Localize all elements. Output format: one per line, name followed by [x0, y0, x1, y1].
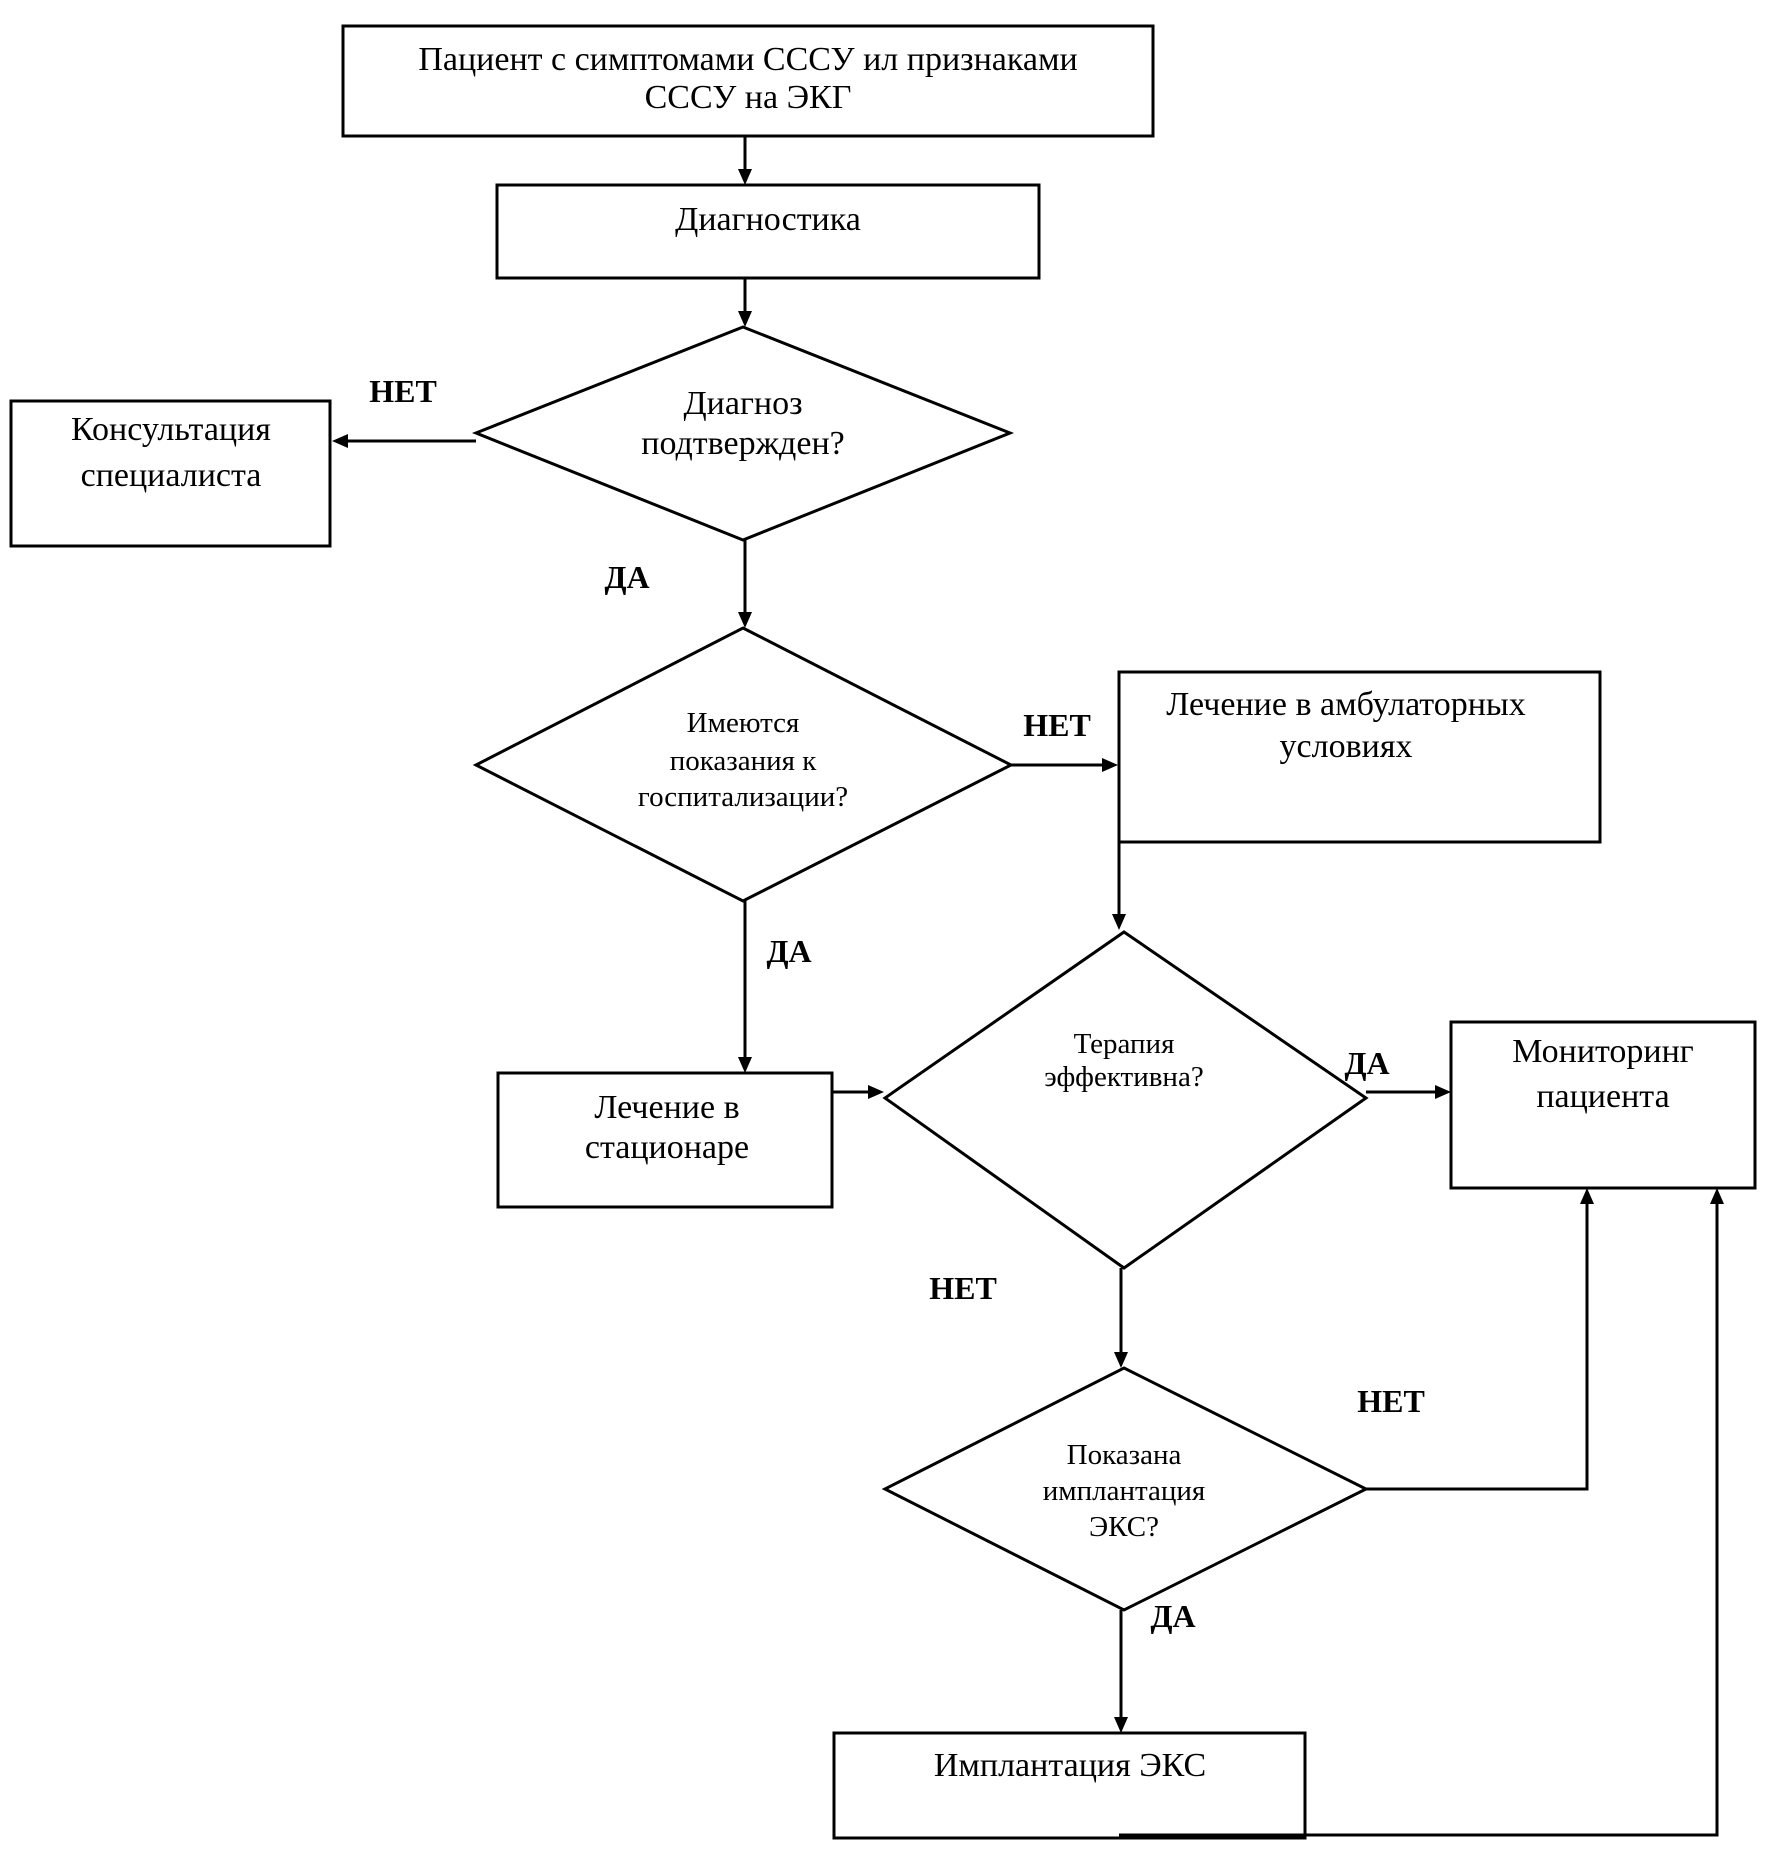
node-therapy-effective: Терапия эффективна?	[882, 930, 1369, 1270]
node-consultation-line1: Консультация	[71, 411, 271, 448]
node-diagnostics-line1: Диагностика	[675, 201, 861, 238]
edge-hospitalization-yes-to-inpatient	[738, 901, 752, 1073]
node-inpatient-treatment-line2: стационаре	[585, 1129, 749, 1166]
node-monitoring-line2: пациента	[1536, 1078, 1669, 1115]
edge-pacemaker-yes-to-implantation	[1114, 1610, 1128, 1733]
edge-therapy-yes-to-monitoring	[1366, 1085, 1451, 1099]
edge-implantation-to-monitoring	[1119, 1188, 1724, 1837]
arrowhead	[738, 169, 752, 185]
node-outpatient-treatment: Лечение в амбулаторных условиях	[1117, 670, 1602, 844]
node-patient-line1: Пациент с симптомами СССУ ил признаками	[418, 41, 1077, 78]
edge-diagnosis-yes-to-hospitalization	[738, 540, 752, 628]
node-monitoring: Мониторинг пациента	[1449, 1020, 1757, 1190]
arrowhead	[1102, 758, 1118, 772]
arrowhead	[1710, 1188, 1724, 1204]
node-diagnosis-confirmed: Диагноз подтвержден?	[471, 325, 1015, 542]
edge-therapy-no-to-pacemaker	[1114, 1268, 1128, 1368]
label-hospitalization-yes: ДА	[766, 933, 811, 969]
label-pacemaker-yes: ДА	[1150, 1598, 1195, 1634]
arrowhead	[868, 1085, 884, 1099]
node-pacemaker-implantation-line1: Имплантация ЭКС	[934, 1747, 1206, 1784]
node-outpatient-treatment-line1: Лечение в амбулаторных	[1166, 686, 1526, 723]
label-hospitalization-no: НЕТ	[1023, 707, 1091, 743]
node-hospitalization-indicated-line1: Имеются	[687, 707, 800, 739]
node-inpatient-treatment-line1: Лечение в	[594, 1089, 739, 1126]
node-consultation: Консультация специалиста	[9, 399, 332, 548]
node-hospitalization-indicated: Имеются показания к госпитализации?	[472, 626, 1015, 903]
node-patient-line2: СССУ на ЭКГ	[645, 79, 852, 116]
arrowhead	[738, 1057, 752, 1073]
node-pacemaker-indicated-line3: ЭКС?	[1089, 1511, 1159, 1543]
arrowhead	[738, 311, 752, 327]
edge-patient-to-diagnostics	[738, 136, 752, 185]
label-diagnosis-no: НЕТ	[369, 373, 437, 409]
edge-inpatient-to-therapy	[832, 1085, 884, 1099]
node-diagnostics: Диагностика	[495, 183, 1041, 280]
node-inpatient-treatment: Лечение в стационаре	[496, 1071, 834, 1209]
node-diagnosis-confirmed-line1: Диагноз	[683, 385, 802, 422]
arrowhead	[1435, 1085, 1451, 1099]
arrowhead	[332, 434, 348, 448]
edge-diagnosis-no-to-consultation	[332, 434, 476, 448]
arrowhead	[738, 612, 752, 628]
label-pacemaker-no: НЕТ	[1357, 1383, 1425, 1419]
edge-diagnostics-to-diagnosis	[738, 278, 752, 327]
node-consultation-line2: специалиста	[81, 457, 262, 494]
node-monitoring-line1: Мониторинг	[1512, 1033, 1694, 1070]
node-patient: Пациент с симптомами СССУ ил признаками …	[341, 24, 1155, 138]
node-therapy-effective-line2: эффективна?	[1044, 1061, 1203, 1093]
node-pacemaker-implantation: Имплантация ЭКС	[832, 1731, 1307, 1840]
edge-outpatient-to-therapy	[1112, 842, 1126, 930]
label-diagnosis-yes: ДА	[604, 559, 649, 595]
node-pacemaker-indicated-line1: Показана	[1067, 1439, 1182, 1471]
node-hospitalization-indicated-line2: показания к	[670, 745, 817, 777]
arrowhead	[1112, 914, 1126, 930]
arrowhead	[1114, 1717, 1128, 1733]
edge-pacemaker-no-to-monitoring	[1366, 1188, 1594, 1491]
node-hospitalization-indicated-line3: госпитализации?	[638, 781, 848, 813]
label-therapy-no: НЕТ	[929, 1270, 997, 1306]
arrowhead	[1580, 1188, 1594, 1204]
node-diagnosis-confirmed-line2: подтвержден?	[641, 425, 845, 462]
node-pacemaker-indicated-line2: имплантация	[1043, 1475, 1206, 1507]
node-therapy-effective-line1: Терапия	[1074, 1028, 1175, 1060]
arrowhead	[1114, 1352, 1128, 1368]
node-outpatient-treatment-line2: условиях	[1280, 728, 1413, 765]
edge-hospitalization-no-to-outpatient	[1011, 758, 1118, 772]
label-therapy-yes: ДА	[1344, 1045, 1389, 1081]
node-pacemaker-indicated: Показана имплантация ЭКС?	[881, 1366, 1370, 1612]
